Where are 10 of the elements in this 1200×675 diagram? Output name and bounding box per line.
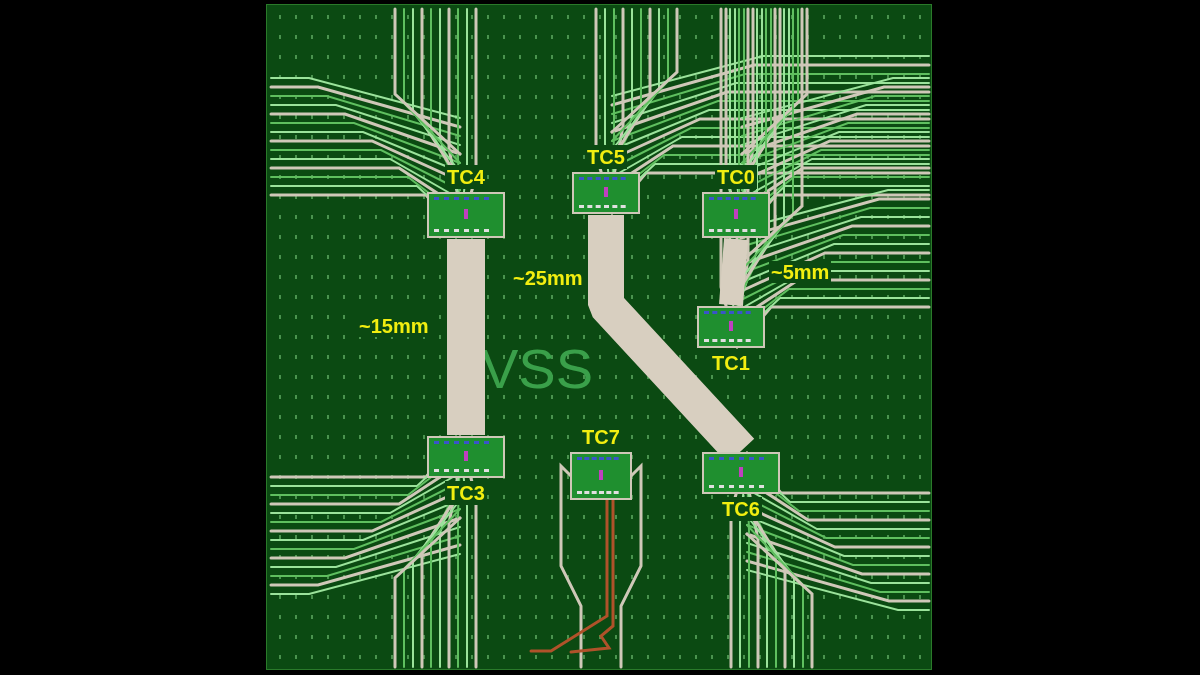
chip-label: TC5	[585, 145, 627, 169]
signal-bus	[447, 239, 485, 435]
length-label: ~15mm	[357, 315, 431, 337]
chip-label: TC0	[715, 165, 757, 189]
layer-label: VSS	[481, 341, 594, 397]
chip-label: TC6	[720, 497, 762, 521]
length-label: ~5mm	[769, 261, 832, 283]
chip-label: TC3	[445, 481, 487, 505]
signal-bus	[719, 238, 748, 306]
chip-label: TC4	[445, 165, 487, 189]
